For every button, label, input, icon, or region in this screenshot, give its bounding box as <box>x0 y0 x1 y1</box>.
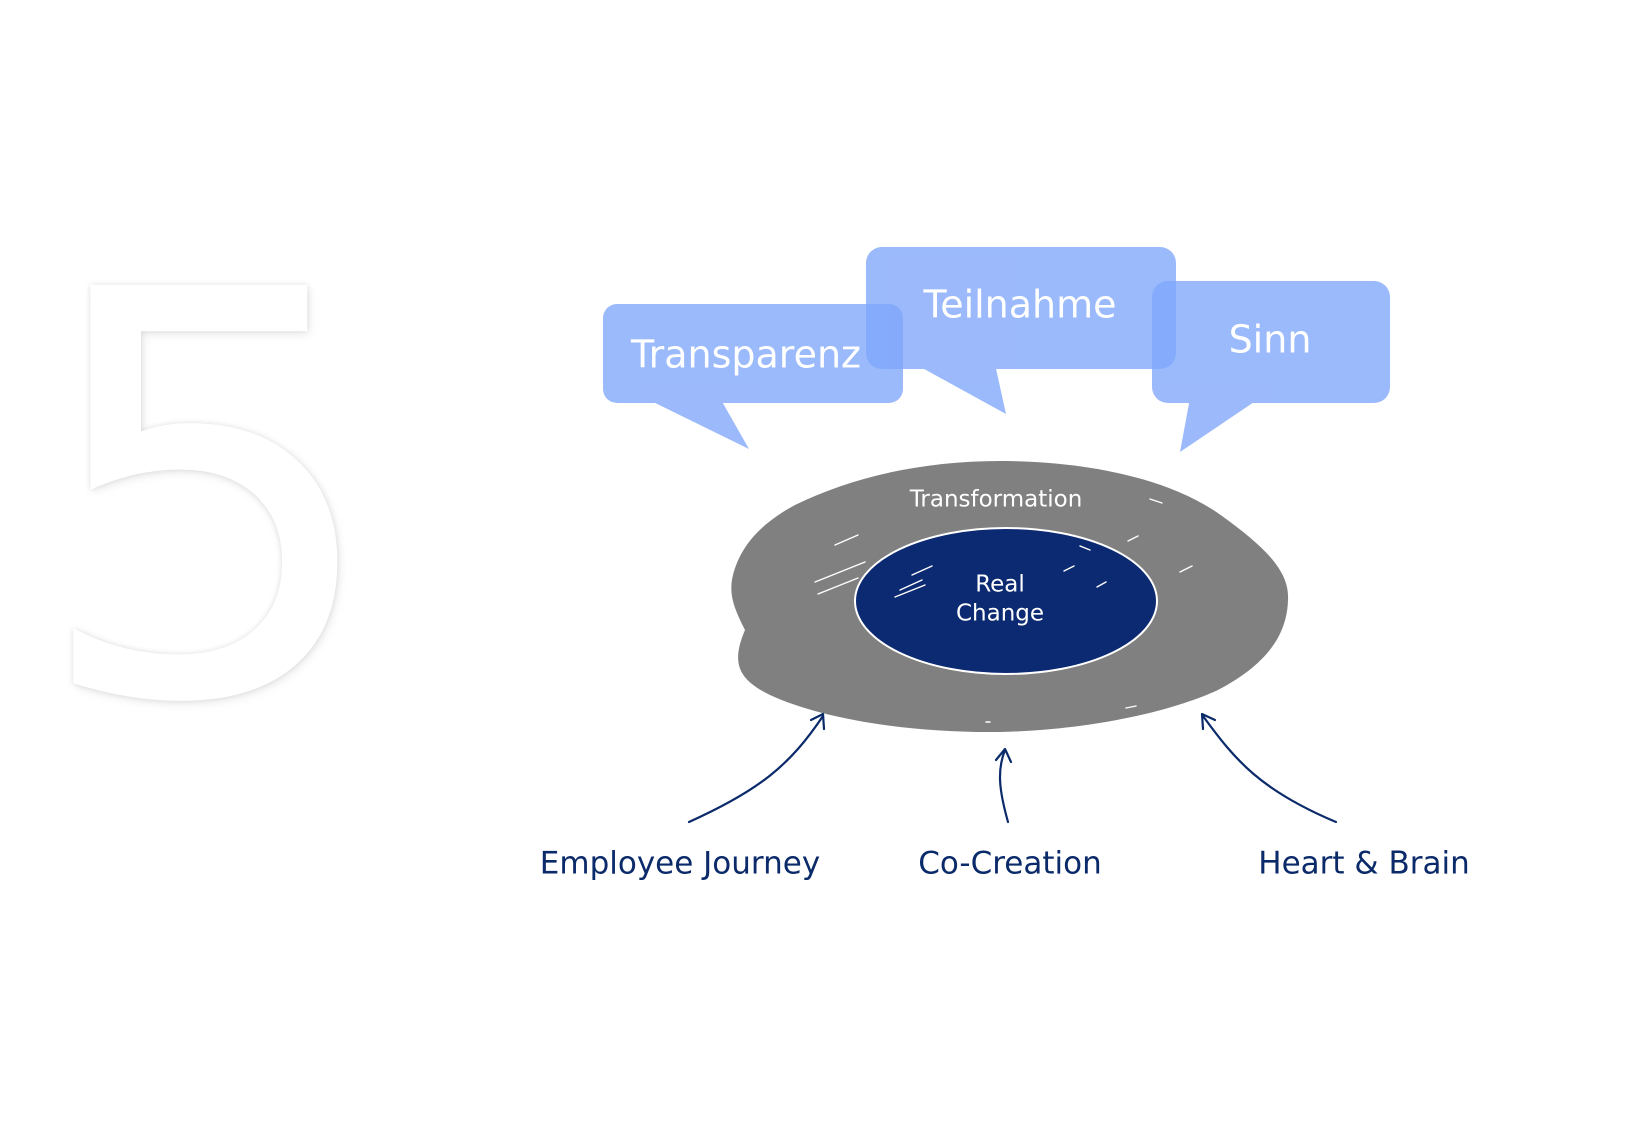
transformation-label: Transformation <box>909 487 1083 513</box>
bubble-teilnahme-label: Teilnahme <box>922 283 1116 327</box>
real-change-core <box>854 527 1158 675</box>
arrow-employee-journey <box>687 712 826 824</box>
bubble-transparenz <box>603 304 903 449</box>
slide-number: 5 <box>30 174 387 826</box>
chalk-texture <box>814 498 1193 723</box>
arrow-co-creation <box>994 747 1013 824</box>
bubble-sinn-label: Sinn <box>1229 318 1312 362</box>
employee-journey-label: Employee Journey <box>540 846 820 882</box>
co-creation-label: Co-Creation <box>918 846 1102 882</box>
bubble-transparenz-label: Transparenz <box>630 333 861 377</box>
real-change-label-line2: Change <box>956 601 1044 627</box>
bubble-teilnahme <box>866 247 1176 414</box>
heart-brain-label: Heart & Brain <box>1258 846 1469 882</box>
bubble-sinn <box>1152 281 1390 452</box>
real-change-label-line1: Real <box>975 572 1025 598</box>
arrow-heart-brain <box>1200 712 1338 824</box>
